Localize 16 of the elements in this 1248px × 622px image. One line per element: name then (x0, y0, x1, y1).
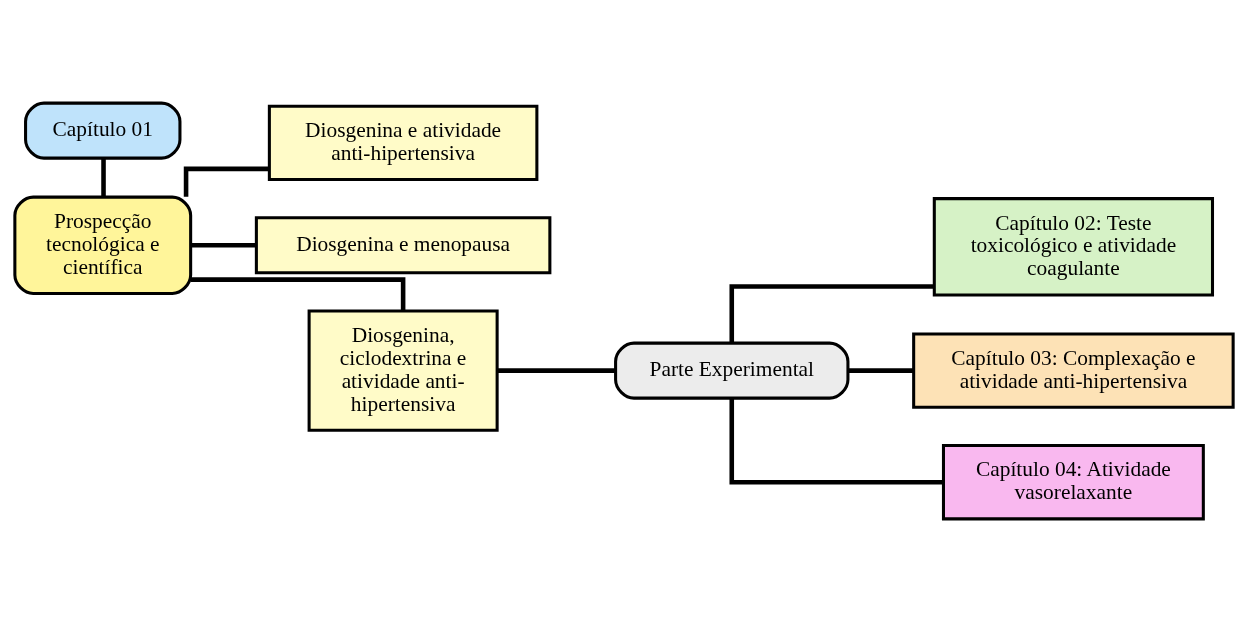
connector (190, 277, 406, 311)
node-box: Prospecção tecnológica e científica (13, 195, 193, 295)
connector (848, 368, 914, 373)
node-box: Capítulo 03: Complexação e atividade anti-hipertensiva (912, 332, 1235, 409)
node-box: Diosgenina e menopausa (254, 216, 552, 275)
connector (729, 398, 944, 485)
connector (190, 242, 257, 248)
node-box: Capítulo 02: Teste toxicológico e atividade coagulante (932, 197, 1215, 297)
node-box: Diosgenina e atividade anti-hipertensiva (267, 104, 539, 182)
node-box: Capítulo 01 (24, 101, 182, 160)
connector (729, 284, 934, 344)
node-box: Capítulo 04: Atividade vasorelaxante (941, 444, 1205, 521)
node-box: Diosgenina, ciclodextrina e atividade anti-hipertensiva (307, 309, 499, 432)
connector (101, 158, 106, 197)
connector (497, 368, 616, 373)
node-box: Parte Experimental (614, 341, 850, 400)
